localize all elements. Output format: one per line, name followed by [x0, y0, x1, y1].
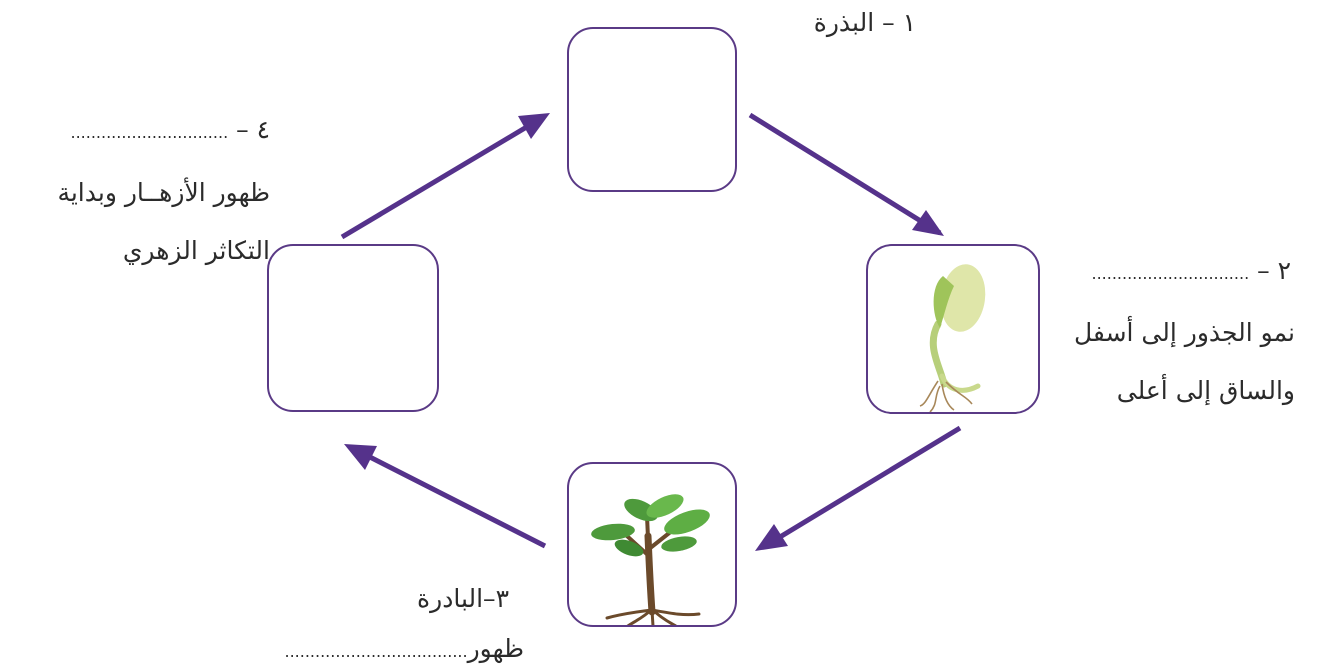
stage4-heading: ٤ – ...............................	[70, 117, 270, 142]
stage2-description-line1: نمو الجذور إلى أسفل	[1073, 318, 1295, 347]
stage3-description-word: ظهور	[467, 634, 524, 663]
stage4-label: ٤ –	[236, 115, 270, 144]
arrow-sprout-to-seedling-head	[755, 524, 788, 551]
sprouting-seed-image	[919, 264, 986, 412]
arrow-flowering-to-seed-head	[518, 113, 550, 139]
stage2-box	[866, 244, 1040, 414]
stage3-description: ظهور....................................	[284, 636, 524, 661]
stage3-box	[567, 462, 737, 627]
stage2-heading: ٢ – ...............................	[1091, 258, 1291, 283]
stage2-description-line2: والساق إلى أعلى	[1116, 376, 1295, 405]
arrow-seed-to-sprout-head	[912, 210, 944, 236]
stage3-label: ٣–البادرة	[417, 584, 509, 613]
stage2-label: ٢ –	[1257, 256, 1291, 285]
arrow-sprout-to-seedling	[773, 425, 962, 543]
stage4-box	[267, 244, 439, 412]
arrow-seedling-to-flowering	[360, 450, 547, 549]
stage2-blank: ...............................	[1091, 264, 1250, 283]
arrow-seed-to-sprout	[748, 112, 942, 236]
stage3-blank: ....................................	[284, 642, 468, 661]
stage4-description-line2: التكاثر الزهري	[122, 236, 270, 265]
stage4-description-line1: ظهور الأزهــار وبداية	[57, 178, 270, 207]
seedling-image	[591, 494, 710, 625]
stage1-label: ١ – البذرة	[813, 8, 916, 37]
arrow-flowering-to-seed	[340, 122, 532, 240]
arrow-seedling-to-flowering-head	[344, 444, 377, 470]
stage4-blank: ...............................	[70, 123, 229, 142]
stage1-box	[567, 27, 737, 192]
